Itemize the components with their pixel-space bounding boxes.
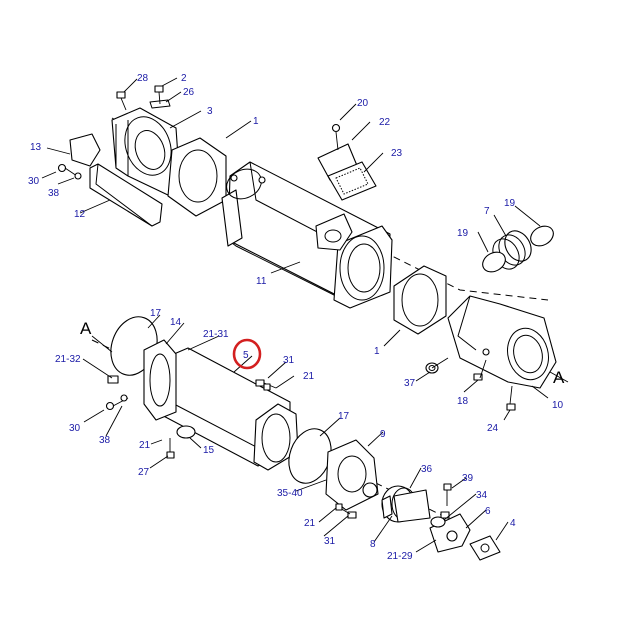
- washer-38-top: [74, 172, 82, 180]
- callout-6[interactable]: 6: [485, 506, 491, 517]
- highlight-circle: [232, 338, 262, 370]
- callout-21-mid[interactable]: 21: [303, 371, 315, 382]
- callout-23[interactable]: 23: [391, 148, 403, 159]
- seal-19-right: [530, 225, 554, 247]
- elbow-10: [447, 295, 557, 389]
- bolt-28: [116, 91, 127, 111]
- callout-18[interactable]: 18: [457, 396, 469, 407]
- clamp-8: [381, 485, 431, 523]
- callout-21-31[interactable]: 21-31: [203, 329, 229, 340]
- callout-19-right[interactable]: 19: [504, 198, 516, 209]
- callout-14[interactable]: 14: [170, 317, 182, 328]
- elbow-housing-9: [325, 439, 379, 511]
- leader-lines: [41, 77, 569, 553]
- callout-30-bot[interactable]: 30: [69, 423, 81, 434]
- end-flange-top: [315, 213, 393, 309]
- callout-31-mid[interactable]: 31: [283, 355, 295, 366]
- callout-27[interactable]: 27: [138, 467, 150, 478]
- cooler-body-5: [143, 339, 299, 471]
- callout-4[interactable]: 4: [510, 518, 516, 529]
- callout-26[interactable]: 26: [183, 87, 195, 98]
- callout-24[interactable]: 24: [487, 423, 499, 434]
- callout-9[interactable]: 9: [380, 429, 386, 440]
- bolt-39: [443, 483, 452, 506]
- callout-1-top[interactable]: 1: [253, 116, 259, 127]
- callout-38-top[interactable]: 38: [48, 188, 60, 199]
- callout-31-bot[interactable]: 31: [324, 536, 336, 547]
- callout-5[interactable]: 5: [243, 350, 249, 361]
- view-marker-a-left: A: [80, 319, 92, 338]
- callout-37[interactable]: 37: [404, 378, 416, 389]
- callout-21-32[interactable]: 21-32: [55, 354, 81, 365]
- callout-22[interactable]: 22: [379, 117, 391, 128]
- callout-7[interactable]: 7: [484, 206, 490, 217]
- callout-2[interactable]: 2: [181, 73, 187, 84]
- callout-1-mid[interactable]: 1: [374, 346, 380, 357]
- callout-35-40[interactable]: 35-40: [277, 488, 303, 499]
- gasket-1-top: [167, 137, 227, 217]
- ring-15: [176, 425, 196, 439]
- bolt-21-32: [107, 375, 119, 384]
- callout-19-left[interactable]: 19: [457, 228, 469, 239]
- bolt-24: [506, 403, 516, 411]
- callout-20[interactable]: 20: [357, 98, 369, 109]
- callout-11[interactable]: 11: [256, 276, 267, 287]
- clip-26: [149, 99, 171, 109]
- nut-21-mid: [263, 383, 271, 391]
- nut-21-bot: [335, 503, 343, 511]
- callout-21-bot[interactable]: 21: [304, 518, 316, 529]
- bolt-2: [154, 85, 164, 105]
- callout-34[interactable]: 34: [476, 490, 488, 501]
- bracket-13: [69, 133, 101, 167]
- callout-8[interactable]: 8: [370, 539, 376, 550]
- sleeve-7: [492, 230, 532, 270]
- callout-36[interactable]: 36: [421, 464, 433, 475]
- bolt-27: [166, 438, 175, 459]
- gasket-1-mid: [393, 265, 447, 335]
- elbow-housing-3: [111, 107, 181, 197]
- seal-19-left: [482, 251, 506, 273]
- callout-17-bottom[interactable]: 17: [338, 411, 350, 422]
- callout-17-top[interactable]: 17: [150, 308, 162, 319]
- gasket-4: [469, 535, 501, 561]
- washer-34: [430, 516, 446, 528]
- callout-12[interactable]: 12: [74, 209, 86, 220]
- callout-28[interactable]: 28: [137, 73, 149, 84]
- view-marker-a-right: A: [553, 368, 565, 387]
- callout-21-29[interactable]: 21-29: [387, 551, 413, 562]
- callout-15[interactable]: 15: [203, 445, 215, 456]
- callout-21-low[interactable]: 21: [139, 440, 151, 451]
- callout-30-top[interactable]: 30: [28, 176, 40, 187]
- washer-38-bot: [120, 394, 128, 402]
- callout-13[interactable]: 13: [30, 142, 42, 153]
- callout-10[interactable]: 10: [552, 400, 564, 411]
- callout-38-bot[interactable]: 38: [99, 435, 111, 446]
- callout-39[interactable]: 39: [462, 473, 474, 484]
- callout-labels: 28 2 26 3 1 13 30 38 12 20 22 23 11 7 19…: [28, 73, 564, 562]
- plate-12: [89, 163, 163, 227]
- callout-3[interactable]: 3: [207, 106, 213, 117]
